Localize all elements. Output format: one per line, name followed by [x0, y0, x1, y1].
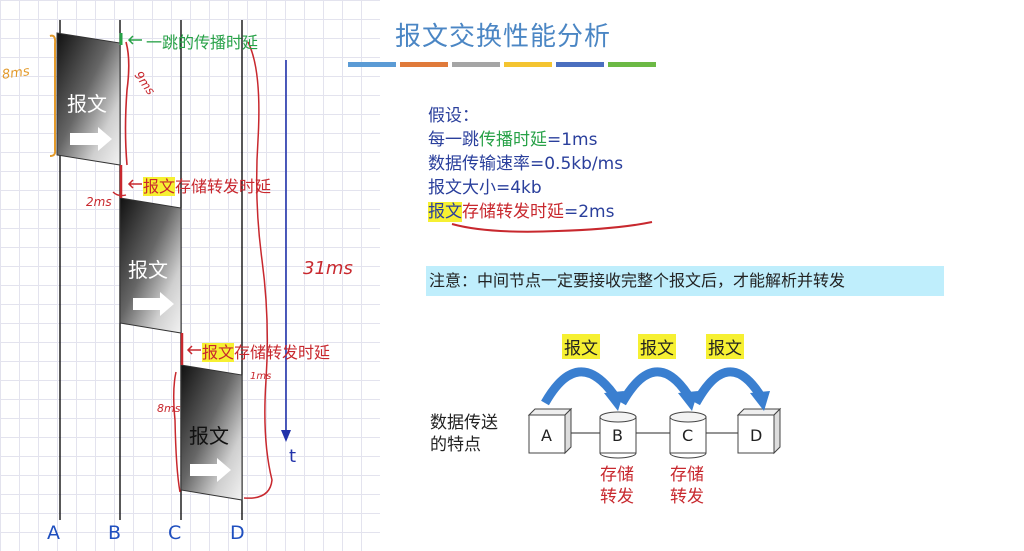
store-arrow-icon-2	[186, 345, 201, 355]
assume-line-1-suffix: =1ms	[547, 130, 598, 150]
packet-arrow-2	[133, 292, 174, 316]
store-arrow-icon-1	[127, 179, 142, 189]
assume-line-4-suffix: =2ms	[564, 202, 615, 222]
time-axis-arrow-icon	[281, 430, 291, 442]
note-banner: 注意：中间节点一定要接收完整个报文后，才能解析并转发	[426, 266, 944, 296]
hw-note-8ms-2: 8ms	[157, 402, 181, 415]
packet-label-3: 报文	[189, 424, 229, 448]
store-delay-label-2: 报文存储转发时延	[202, 339, 330, 363]
assume-line-1-prefix: 每一跳	[428, 130, 479, 150]
network-node-b	[599, 411, 637, 459]
prop-delay-label: 一跳的传播时延	[146, 33, 259, 52]
hop-arrow-1-head-icon	[604, 391, 624, 411]
timing-diagram	[49, 20, 291, 520]
node-label-c: C	[168, 522, 182, 544]
network-node-label-b: B	[612, 426, 623, 445]
title-bar-6	[608, 62, 656, 67]
network-node-label-c: C	[682, 426, 694, 445]
arrow-label-3: 报文	[706, 334, 744, 359]
packet-arrow-3	[190, 458, 231, 482]
hop-arrow-2-head-icon	[678, 391, 698, 411]
assumptions-block: 假设： 每一跳传播时延=1ms 数据传输速率=0.5kb/ms 报文大小=4kb…	[428, 104, 623, 224]
node-label-b: B	[108, 522, 122, 544]
title-color-bars	[348, 62, 660, 81]
network-node-label-d: D	[750, 426, 763, 445]
title-bar-4	[504, 62, 552, 67]
assume-line-2: 数据传输速率=0.5kb/ms	[428, 154, 624, 174]
network-side-label: 数据传送 的特点	[430, 412, 498, 456]
store-forward-label-b: 存储 转发	[600, 464, 634, 508]
hw-curve-9ms	[124, 41, 130, 166]
packet-label-2: 报文	[128, 258, 168, 282]
packet-label-1: 报文	[67, 92, 107, 116]
node-label-d: D	[230, 522, 245, 544]
hop-arrow-1	[541, 367, 618, 406]
store-delay-label-1: 报文存储转发时延	[143, 173, 271, 197]
packet-arrow-1	[70, 127, 112, 151]
store-forward-b-line-2: 转发	[600, 487, 634, 507]
title-bar-2	[400, 62, 448, 67]
hw-bracket-8ms	[49, 34, 57, 157]
store-text-2: 存储转发时延	[234, 343, 331, 362]
hop-arrow-3	[692, 367, 764, 406]
network-node-a	[527, 407, 573, 455]
store-forward-b-line-1: 存储	[600, 465, 634, 485]
hw-note-1ms: 1ms	[250, 371, 272, 382]
network-node-d	[736, 407, 782, 455]
store-forward-c-line-1: 存储	[670, 465, 704, 485]
slide-title: 报文交换性能分析	[395, 22, 612, 52]
store-highlight-2: 报文	[202, 343, 235, 362]
arrow-label-2: 报文	[638, 334, 676, 359]
assume-line-4-highlight: 报文	[428, 202, 462, 222]
hop-arrow-3-head-icon	[750, 391, 770, 411]
time-axis-label: t	[289, 446, 297, 467]
assume-line-4-red: 存储转发时延	[462, 202, 564, 222]
title-bar-1	[348, 62, 396, 67]
assume-line-1: 每一跳传播时延=1ms	[428, 128, 623, 152]
network-side-line-2: 的特点	[430, 435, 481, 455]
assume-line-1-green: 传播时延	[479, 130, 547, 150]
network-diagram	[527, 367, 782, 459]
hw-note-2ms: 2ms	[86, 195, 112, 209]
title-bar-5	[556, 62, 604, 67]
network-node-c	[669, 411, 707, 459]
store-forward-label-c: 存储 转发	[670, 464, 704, 508]
hw-note-31ms: 31ms	[303, 258, 353, 279]
assume-heading: 假设：	[428, 106, 479, 126]
assume-line-3: 报文大小=4kb	[428, 178, 542, 198]
store-forward-c-line-2: 转发	[670, 487, 704, 507]
network-node-label-a: A	[541, 426, 552, 445]
assume-line-4: 报文存储转发时延=2ms	[428, 200, 623, 224]
hw-bracket-8ms-2	[172, 371, 181, 493]
hop-arrow-2	[618, 367, 692, 406]
hw-underline	[451, 221, 653, 233]
store-highlight-1: 报文	[143, 177, 176, 196]
store-text-1: 存储转发时延	[175, 177, 272, 196]
title-bar-3	[452, 62, 500, 67]
hw-total-curve	[243, 41, 273, 499]
prop-arrow-icon	[127, 35, 142, 45]
hw-tick-2ms	[112, 191, 127, 197]
network-side-line-1: 数据传送	[430, 413, 498, 433]
node-label-a: A	[47, 522, 60, 544]
arrow-label-1: 报文	[562, 334, 600, 359]
